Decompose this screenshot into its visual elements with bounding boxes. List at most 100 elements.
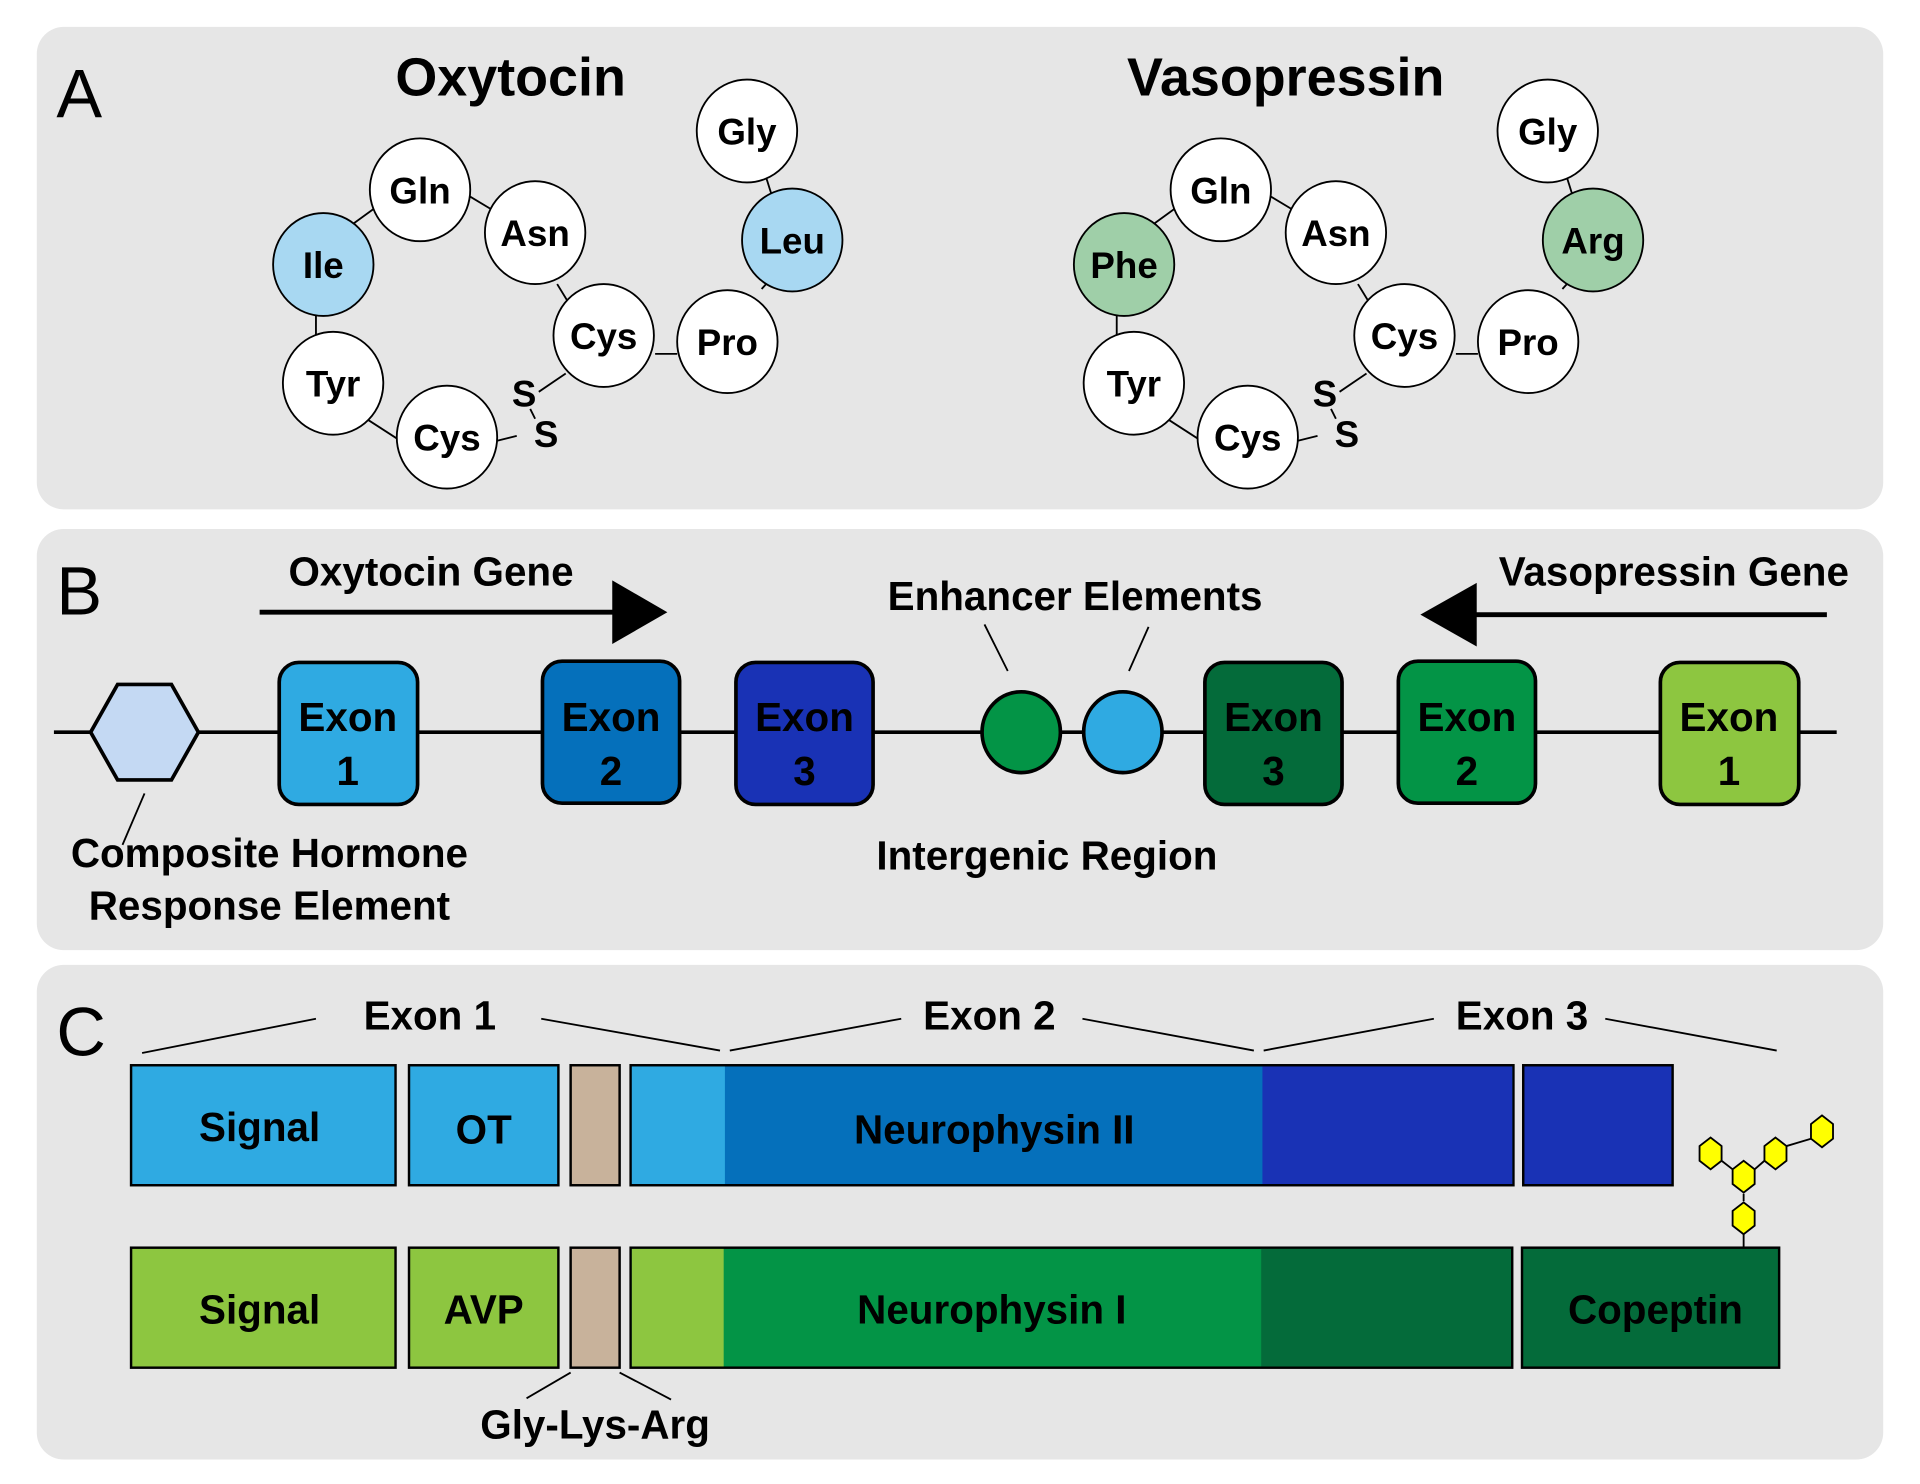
svg-text:Tyr: Tyr <box>306 364 360 405</box>
oxytocin-residues: Cys Tyr Ile Gln Asn Cys Pro Leu Gly <box>272 78 844 490</box>
enhancer-pointer-2 <box>1128 626 1150 672</box>
enhancer-element-blue <box>1081 689 1164 775</box>
svg-text:2: 2 <box>600 748 622 794</box>
ot-exon-3: Exon 3 <box>734 660 875 807</box>
svg-text:Exon: Exon <box>1224 694 1323 740</box>
residue-gln: Gln <box>368 137 472 243</box>
svg-text:Neurophysin I: Neurophysin I <box>857 1287 1126 1333</box>
avp-exon-1: Exon 1 <box>1658 660 1801 807</box>
svg-text:3: 3 <box>1262 748 1284 794</box>
ot-exon-2: Exon 2 <box>540 659 682 806</box>
residue-gln: Gln <box>1169 137 1272 243</box>
panel-a-background <box>36 26 1884 510</box>
svg-text:Phe: Phe <box>1090 245 1157 286</box>
svg-text:Exon: Exon <box>562 694 661 740</box>
residue-leu: Leu <box>741 187 844 293</box>
panel-c-letter: C <box>56 993 106 1070</box>
gly-lys-arg-label: Gly-Lys-Arg <box>480 1402 710 1448</box>
disulfide-s1: S <box>512 374 537 415</box>
gene-exons: Exon 1 Exon 2 Exon 3 Exon 3 Exon 2 <box>277 659 1801 807</box>
avp-exon-3: Exon 3 <box>1203 660 1344 807</box>
residue-cys-1: Cys <box>1196 384 1299 490</box>
svg-text:Exon: Exon <box>298 694 397 740</box>
vasopressin-direction-arrow <box>1420 582 1827 647</box>
disulfide-s2: S <box>1335 414 1360 455</box>
svg-text:Exon: Exon <box>1418 694 1517 740</box>
svg-text:Exon: Exon <box>755 694 854 740</box>
svg-text:Gln: Gln <box>1190 170 1251 211</box>
svg-text:Cys: Cys <box>1371 316 1438 357</box>
svg-text:Gly: Gly <box>717 111 777 152</box>
chre-hexagon <box>88 682 201 782</box>
avp-gly-lys-arg-linker <box>569 1246 621 1369</box>
residue-gly: Gly <box>695 78 799 184</box>
vasopressin-gene-label: Vasopressin Gene <box>1499 548 1849 594</box>
svg-text:Pro: Pro <box>697 322 758 363</box>
avp-hormone: AVP <box>407 1246 560 1369</box>
svg-text:Leu: Leu <box>760 220 825 261</box>
svg-text:Neurophysin II: Neurophysin II <box>854 1107 1135 1153</box>
residue-asn: Asn <box>1284 180 1388 285</box>
chre-label-line1: Composite Hormone <box>71 830 468 876</box>
panel-c-background <box>36 964 1884 1460</box>
vasopressin-precursor: Signal AVP Neurophysin I Copeptin <box>129 1246 1781 1369</box>
svg-text:Exon: Exon <box>1680 694 1779 740</box>
svg-text:Tyr: Tyr <box>1107 364 1161 405</box>
oxytocin-gene-label: Oxytocin Gene <box>289 548 574 594</box>
linker-pointer-left <box>526 1371 572 1400</box>
vasopressin-structure: Vasopressin Cys Tyr Phe Gln Asn <box>1072 48 1645 490</box>
residue-pro: Pro <box>1477 289 1580 394</box>
residue-phe: Phe <box>1072 212 1176 317</box>
oxytocin-structure: Oxytocin Cys Tyr Ile Gln Asn <box>272 48 844 490</box>
chre-label-line2: Response Element <box>89 883 450 929</box>
panel-a-letter: A <box>56 56 102 133</box>
residue-tyr: Tyr <box>281 330 385 436</box>
residue-cys-6: Cys <box>552 283 655 388</box>
oxytocin-precursor: Signal OT Neurophysin II <box>129 1064 1674 1187</box>
panel-a: A Oxytocin Cys Tyr Ile G <box>36 26 1884 510</box>
exon-3-header: Exon 3 <box>1456 993 1588 1039</box>
ot-hormone: OT <box>407 1064 560 1187</box>
ot-neurophysin-ii: Neurophysin II <box>629 1064 1515 1187</box>
svg-text:Arg: Arg <box>1561 220 1624 261</box>
residue-pro: Pro <box>676 289 779 394</box>
oxytocin-title: Oxytocin <box>395 48 625 108</box>
linker-pointer-right <box>619 1371 672 1401</box>
glycan-icon <box>1698 1114 1834 1248</box>
exon-2-header: Exon 2 <box>923 993 1055 1039</box>
vasopressin-residues: Cys Tyr Phe Gln Asn Cys Pro Arg Gly <box>1072 78 1645 490</box>
svg-text:Pro: Pro <box>1498 322 1559 363</box>
ot-gly-lys-arg-linker <box>569 1064 621 1187</box>
svg-text:Asn: Asn <box>500 213 569 254</box>
panel-c: C Exon 1 Exon 2 Exon 3 Signal OT <box>36 964 1884 1460</box>
residue-asn: Asn <box>484 180 587 285</box>
enhancer-elements-label: Enhancer Elements <box>888 573 1263 619</box>
svg-text:1: 1 <box>337 748 359 794</box>
svg-text:Signal: Signal <box>199 1104 320 1150</box>
residue-tyr: Tyr <box>1082 330 1185 436</box>
panel-b-letter: B <box>56 553 102 630</box>
enhancer-element-green <box>980 689 1063 775</box>
avp-exon-2: Exon 2 <box>1396 659 1538 806</box>
oxytocin-direction-arrow <box>259 580 668 645</box>
svg-text:Copeptin: Copeptin <box>1568 1287 1743 1333</box>
svg-text:Gln: Gln <box>389 170 450 211</box>
svg-text:Asn: Asn <box>1301 213 1370 254</box>
disulfide-s1: S <box>1313 374 1338 415</box>
panel-b: B Oxytocin Gene Vasopressin Gene Enhance… <box>36 528 1884 951</box>
avp-neurophysin-i: Neurophysin I <box>629 1246 1514 1369</box>
svg-text:Signal: Signal <box>199 1287 320 1333</box>
svg-text:Cys: Cys <box>570 316 637 357</box>
ot-signal-peptide: Signal <box>129 1064 397 1187</box>
disulfide-s2: S <box>534 414 558 455</box>
svg-text:3: 3 <box>793 748 815 794</box>
residue-arg: Arg <box>1541 187 1645 293</box>
exon-1-header: Exon 1 <box>364 993 496 1039</box>
residue-cys-1: Cys <box>395 384 499 490</box>
ot-exon-1: Exon 1 <box>277 660 420 807</box>
ot-c-terminal <box>1522 1064 1674 1187</box>
svg-text:2: 2 <box>1456 748 1478 794</box>
avp-copeptin: Copeptin <box>1520 1246 1781 1369</box>
svg-text:Ile: Ile <box>303 245 344 286</box>
